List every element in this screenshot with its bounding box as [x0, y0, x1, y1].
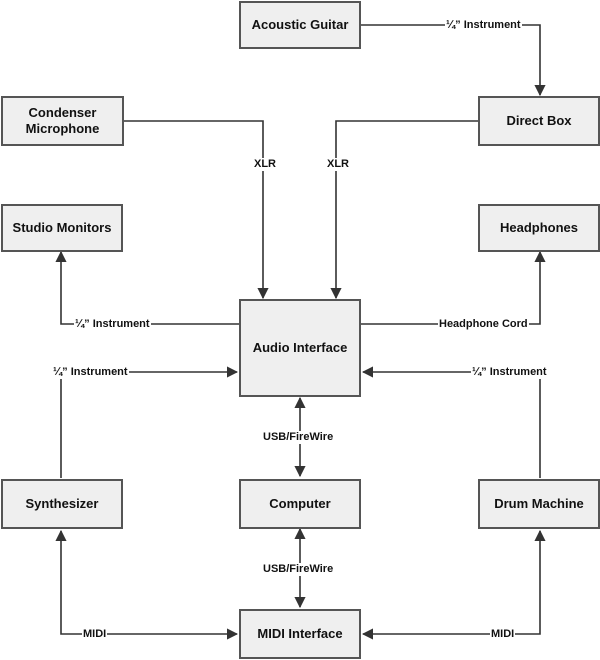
- interface-computer-usb-label: USB/FireWire: [262, 431, 335, 444]
- wire-synth-midi: [55, 529, 239, 640]
- headphone-cord-label: Headphone Cord: [438, 318, 529, 331]
- drum-midi-label: MIDI: [490, 628, 516, 641]
- acoustic-guitar-label: Acoustic Guitar: [251, 17, 349, 32]
- wire-drum-midi: [361, 529, 546, 640]
- condenser-microphone-label-line1: Condenser: [28, 105, 97, 120]
- synth-midi-label: MIDI: [82, 628, 108, 641]
- synthesizer-label: Synthesizer: [25, 496, 99, 511]
- studio-monitors-label: Studio Monitors: [12, 220, 112, 235]
- wire-direct-box-to-interface: [330, 120, 478, 300]
- direct-box-xlr-label: XLR: [326, 158, 350, 171]
- drum-machine-box: Drum Machine: [478, 479, 600, 529]
- midi-interface-label: MIDI Interface: [257, 626, 343, 641]
- condenser-microphone-box: Condenser Microphone: [1, 96, 124, 146]
- drum-instrument-cable-label: ¼” Instrument: [471, 366, 548, 379]
- wire-interface-to-headphones: [361, 250, 546, 325]
- mic-xlr-label: XLR: [253, 158, 277, 171]
- headphones-box: Headphones: [478, 204, 600, 252]
- monitors-cable-label: ¼” Instrument: [74, 318, 151, 331]
- condenser-microphone-label-line2: Microphone: [25, 121, 100, 136]
- wire-interface-to-monitors: [55, 250, 239, 325]
- direct-box-box: Direct Box: [478, 96, 600, 146]
- audio-interface-label: Audio Interface: [252, 340, 348, 355]
- acoustic-guitar-box: Acoustic Guitar: [239, 1, 361, 49]
- computer-label: Computer: [269, 496, 331, 511]
- guitar-to-direct-box-cable-label: ¼” Instrument: [445, 19, 522, 32]
- direct-box-label: Direct Box: [506, 113, 572, 128]
- audio-interface-box: Audio Interface: [239, 299, 361, 397]
- midi-interface-box: MIDI Interface: [239, 609, 361, 659]
- computer-box: Computer: [239, 479, 361, 529]
- drum-machine-label: Drum Machine: [494, 496, 584, 511]
- synthesizer-box: Synthesizer: [1, 479, 123, 529]
- wire-guitar-to-direct-box: [360, 24, 546, 97]
- headphones-label: Headphones: [499, 220, 578, 235]
- studio-monitors-box: Studio Monitors: [1, 204, 123, 252]
- computer-midi-usb-label: USB/FireWire: [262, 563, 335, 576]
- wire-mic-to-interface: [124, 120, 269, 300]
- wire-drum-to-interface: [361, 366, 541, 478]
- wire-synth-to-interface: [60, 366, 239, 478]
- synth-instrument-cable-label: ¼” Instrument: [52, 366, 129, 379]
